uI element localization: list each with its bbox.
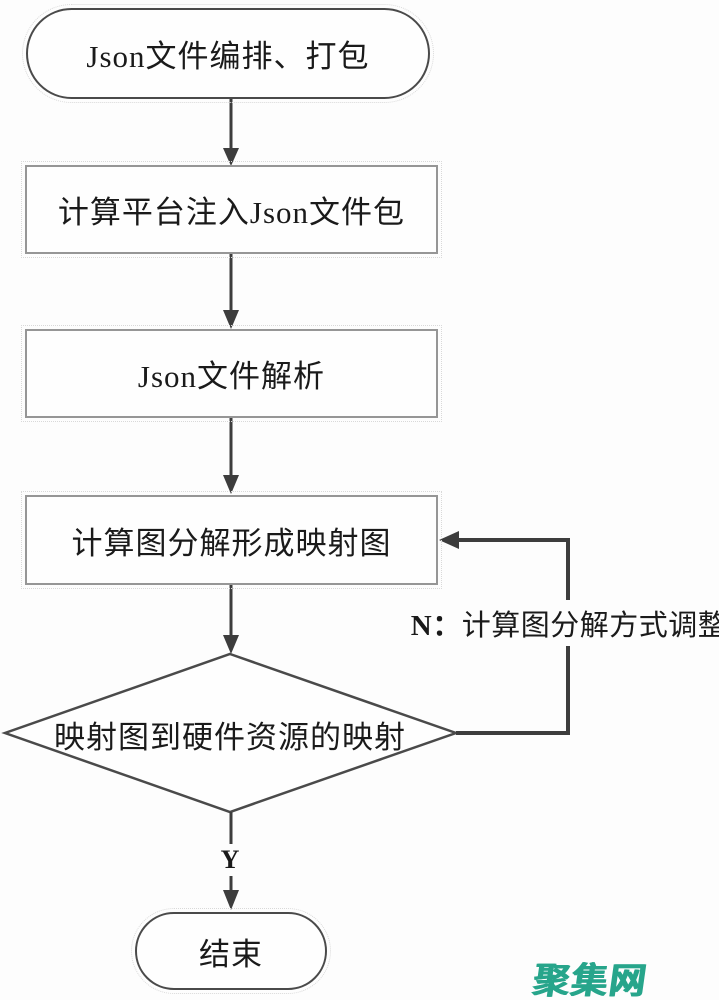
watermark-logo: 聚集网 <box>530 960 651 1000</box>
edge-label-no-prefix: N： <box>410 610 462 642</box>
arrow-step3-to-decision <box>223 585 239 654</box>
edge-label-no: N： 计算图分解方式调整 <box>411 600 719 646</box>
node-start: Json文件编排、打包 <box>22 4 434 103</box>
node-step2: Json文件解析 <box>21 325 442 422</box>
arrow-start-to-step1 <box>223 99 239 166</box>
edge-label-yes-text: Y <box>220 845 240 874</box>
node-end: 结束 <box>131 908 331 994</box>
node-decision-label: 映射图到硬件资源的映射 <box>30 711 430 757</box>
node-step3: 计算图分解形成映射图 <box>21 491 442 589</box>
decision-text: 映射图到硬件资源的映射 <box>54 719 406 755</box>
arrow-step1-to-step2 <box>223 254 239 329</box>
edge-label-no-text: 计算图分解方式调整 <box>461 610 719 642</box>
node-end-label: 结束 <box>199 936 263 972</box>
node-step2-label: Json文件解析 <box>137 359 326 394</box>
node-step3-label: 计算图分解形成映射图 <box>71 525 392 561</box>
node-step1: 计算平台注入Json文件包 <box>21 161 442 258</box>
arrow-step2-to-step3 <box>223 418 239 494</box>
node-start-label: Json文件编排、打包 <box>86 39 370 74</box>
node-step1-label: 计算平台注入Json文件包 <box>57 195 406 230</box>
edge-label-yes: Y <box>208 844 252 876</box>
